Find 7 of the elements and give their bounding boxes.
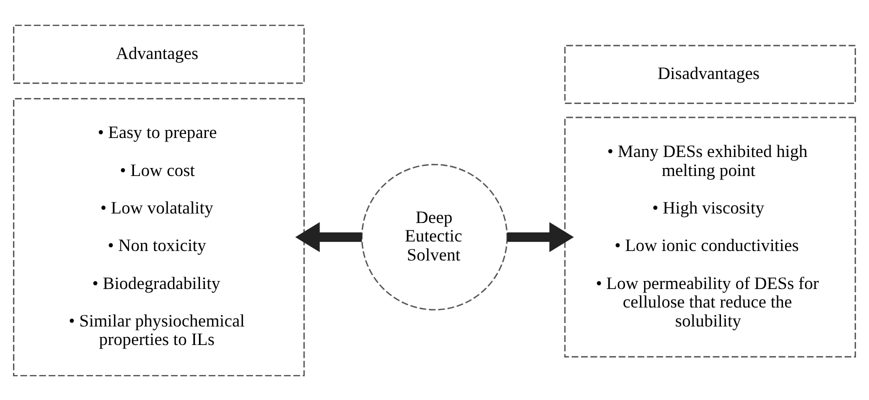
node-box: • Easy to prepare • Low cost • Low volatality • Non toxicity • Biodegradability • Similar physiochemical properties to ILs	[13, 97, 305, 376]
arrow	[507, 222, 574, 252]
node-box: Advantages	[13, 24, 305, 84]
node-box: • Many DESs exhibited high melting point • High viscosity • Low ionic conductivities • Low permeability of DESs for cellulose that reduce the solubility	[564, 116, 856, 357]
arrow	[295, 222, 362, 252]
node-circle: Deep Eutectic Solvent	[361, 163, 508, 310]
node-box: Disadvantages	[564, 44, 856, 104]
